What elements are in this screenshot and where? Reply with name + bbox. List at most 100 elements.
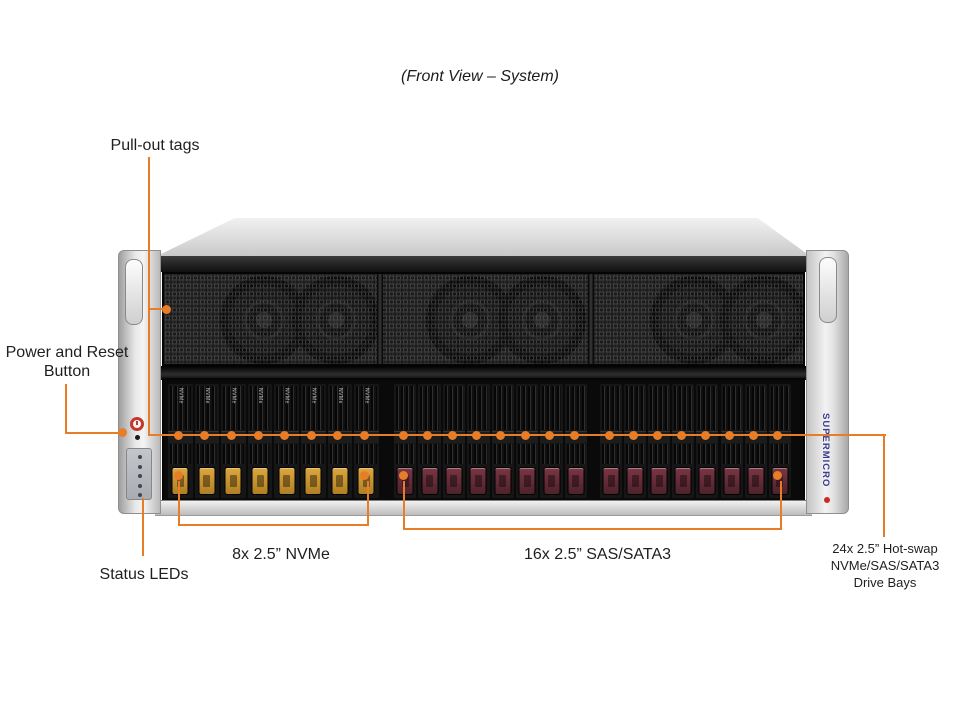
drive-vents xyxy=(170,444,191,464)
drive-vents xyxy=(469,386,488,430)
callout-dot-bay xyxy=(652,431,662,440)
drive-latch-notch xyxy=(283,475,291,487)
callout-dot-bay xyxy=(227,431,236,440)
drive-vents xyxy=(196,444,218,464)
callout-line-power-v xyxy=(65,384,67,434)
drive-latch-notch xyxy=(362,475,370,487)
drive-vents xyxy=(276,386,297,430)
drive-vents xyxy=(303,444,324,464)
drive-bay-nvme: NVMe xyxy=(274,384,299,498)
label-nvme-group: 8x 2.5” NVMe xyxy=(232,546,330,563)
callout-dot-bay xyxy=(749,431,759,440)
callout-dot-bay xyxy=(306,431,316,440)
drive-vents xyxy=(746,444,765,464)
drive-bay-label: NVMe xyxy=(336,388,343,404)
drive-latch-notch xyxy=(309,475,317,487)
drive-vents xyxy=(650,444,669,464)
label-power-reset-line2: Button xyxy=(43,363,91,380)
status-led xyxy=(138,464,142,469)
callout-dot-bay xyxy=(360,431,369,440)
drive-vents xyxy=(518,444,537,464)
drive-bay-nvme: NVMe xyxy=(168,384,193,498)
callout-line-pull-out xyxy=(148,157,150,436)
drive-bay-sas xyxy=(696,384,719,498)
drive-latch-notch xyxy=(728,475,736,487)
callout-bracket-sas xyxy=(403,481,782,530)
label-drive-bays-line2: NVMe/SAS/SATA3 xyxy=(830,558,940,573)
callout-dot-bay xyxy=(628,431,638,440)
callout-dot-sas-first xyxy=(399,471,408,480)
drive-vents xyxy=(223,386,244,430)
label-drive-bays: 24x 2.5” Hot-swap NVMe/SAS/SATA3 Drive B… xyxy=(819,540,951,591)
drive-vents xyxy=(566,444,586,464)
callout-dot-bay xyxy=(280,431,290,440)
left-rack-ear xyxy=(118,250,161,514)
drive-vents xyxy=(566,386,586,430)
drive-latch xyxy=(252,468,268,494)
drive-vents xyxy=(493,386,512,430)
drive-bay-label: NVMe xyxy=(283,388,290,404)
drive-latch-notch xyxy=(523,475,531,487)
power-button xyxy=(130,417,144,431)
drive-vents xyxy=(542,386,561,430)
drive-vents xyxy=(722,444,741,464)
left-handle xyxy=(125,259,143,325)
chassis-top-lid xyxy=(157,218,810,256)
drive-bay-sas xyxy=(624,384,647,498)
drive-vents xyxy=(276,444,297,464)
drive-bay-sas xyxy=(418,384,441,498)
callout-dot-bay xyxy=(333,431,343,440)
drive-latch xyxy=(519,468,535,494)
reset-button xyxy=(135,435,140,440)
drive-bay-sas xyxy=(564,384,588,498)
callout-dot-bay xyxy=(569,431,579,440)
callout-dot-bay xyxy=(773,431,783,440)
drive-latch-notch xyxy=(450,475,458,487)
honeycomb-mesh-overlay xyxy=(164,274,803,364)
drive-latch xyxy=(675,468,691,494)
chassis-bezel-edge xyxy=(157,256,810,272)
drive-latch xyxy=(332,468,348,494)
drive-latch-notch xyxy=(256,475,264,487)
callout-line-power-h xyxy=(65,432,120,434)
drive-vents xyxy=(602,444,621,464)
callout-line-bay-row xyxy=(148,434,886,436)
drive-vents xyxy=(674,444,693,464)
drive-vents xyxy=(626,386,645,430)
drive-latch-notch xyxy=(572,475,580,487)
label-pull-out-tags: Pull-out tags xyxy=(110,137,200,154)
chassis-bottom-rail xyxy=(155,500,812,516)
drive-latch-notch xyxy=(752,475,760,487)
callout-line-drive-bays-v xyxy=(883,434,885,537)
drive-vents xyxy=(444,444,464,464)
drive-vents xyxy=(542,444,561,464)
drive-bay-nvme: NVMe xyxy=(301,384,326,498)
drive-vents xyxy=(602,386,621,430)
drive-vents xyxy=(356,444,377,464)
drive-vents xyxy=(650,386,669,430)
callout-dot-sas-last xyxy=(773,471,782,480)
drive-latch-notch xyxy=(203,475,211,487)
fan-panel-divider xyxy=(377,274,383,364)
drive-bay-label: NVMe xyxy=(310,388,317,404)
drive-vents xyxy=(223,444,244,464)
drive-latch-notch xyxy=(679,475,687,487)
drive-latch xyxy=(446,468,462,494)
drive-latch xyxy=(495,468,511,494)
callout-dot-bay xyxy=(471,431,481,440)
status-led xyxy=(138,493,142,497)
drive-bay-label: NVMe xyxy=(203,388,210,404)
drive-vents xyxy=(518,386,537,430)
drive-bay-label: NVMe xyxy=(363,388,370,404)
drive-bay-sas xyxy=(648,384,671,498)
drive-latch-notch xyxy=(426,475,434,487)
drive-vents xyxy=(249,386,271,430)
drive-latch xyxy=(603,468,619,494)
status-led xyxy=(138,483,142,488)
label-drive-bays-line1: 24x 2.5” Hot-swap xyxy=(832,541,938,556)
drive-latch-notch xyxy=(607,475,615,487)
drive-vents xyxy=(396,444,415,464)
drive-latch xyxy=(627,468,643,494)
drive-latch xyxy=(568,468,584,494)
drive-bay-sas xyxy=(720,384,743,498)
